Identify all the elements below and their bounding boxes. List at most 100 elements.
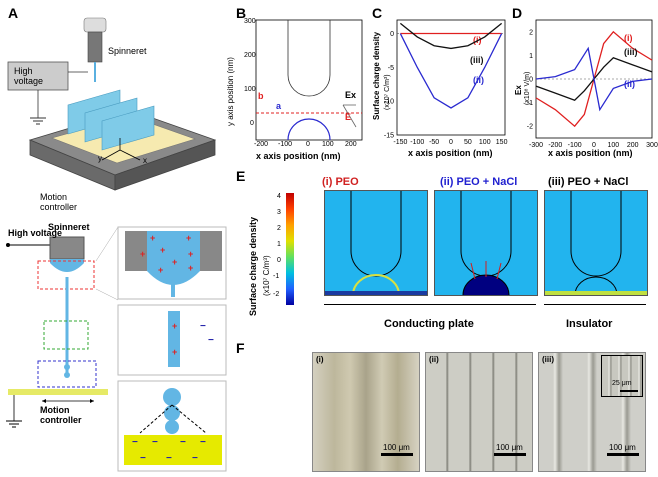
electrospinning-setup-illustration: [7, 17, 217, 191]
cbar-tick-2: 2: [277, 225, 281, 232]
sim-peo-nacl: [434, 190, 538, 296]
svg-text:−: −: [180, 437, 186, 448]
svg-text:+: +: [188, 263, 193, 273]
cbar-tick-m2: -2: [273, 291, 280, 298]
svg-text:+: +: [172, 321, 177, 331]
conducting-bracket: [324, 304, 536, 305]
x-tick-label: 200: [627, 142, 639, 149]
axis-y-label: y: [98, 154, 102, 163]
cbar-tick-0: 0: [277, 257, 281, 264]
d-ylabel: Ex: [514, 85, 523, 95]
x-tick-label: -200: [548, 142, 562, 149]
series-label-1: (iii): [470, 55, 484, 65]
series-line-2: [399, 33, 503, 109]
x-tick-label: -100: [410, 139, 424, 146]
b-xtick-100: 100: [322, 141, 334, 148]
y-tick-label: -10: [384, 99, 394, 106]
x-tick-label: -100: [568, 142, 582, 149]
x-tick-label: 150: [496, 139, 508, 146]
b-ylabel: y axis position (nm): [226, 57, 235, 126]
scale-text-1: 100 μm: [383, 443, 410, 452]
y-tick-label: 0: [390, 31, 394, 38]
plot-frame: [396, 19, 506, 136]
series-label-0: (i): [473, 35, 482, 45]
series-label-1: (iii): [624, 47, 638, 57]
series-label-2: (ii): [473, 75, 484, 85]
svg-text:−: −: [192, 453, 198, 464]
e-title-2: (ii) PEO + NaCl: [440, 176, 518, 188]
b-xtick-200: 200: [345, 141, 357, 148]
high-voltage-label-2: High voltage: [8, 228, 63, 238]
y-tick-label: 0: [529, 77, 533, 84]
c-ylabel: Surface charge density: [372, 31, 381, 120]
f-label-1: (i): [316, 355, 324, 364]
scale-bar-3: [607, 453, 639, 456]
sim-insulator: [544, 190, 648, 296]
c-xlabel: x axis position (nm): [408, 148, 493, 158]
motion-controller-label-2: Motion controller: [40, 405, 82, 425]
e-title-3: (iii) PEO + NaCl: [548, 176, 629, 188]
x-tick-label: 100: [479, 139, 491, 146]
svg-text:−: −: [152, 437, 158, 448]
series-line-1: [399, 22, 503, 50]
panel-label-e: E: [236, 168, 246, 184]
scale-text-2: 100 μm: [496, 443, 523, 452]
svg-text:+: +: [158, 265, 163, 275]
b-ytick-300: 300: [244, 18, 256, 25]
panel-b-plot: [255, 19, 363, 141]
inset-scale-bar: [620, 390, 638, 392]
spinneret-label-2: Spinneret: [48, 222, 90, 232]
svg-text:−: −: [200, 437, 206, 448]
b-ytick-200: 200: [244, 52, 256, 59]
y-tick-label: 1: [529, 53, 533, 60]
e-colorbar-unit: (x10⁷ C/m³): [262, 255, 271, 296]
svg-text:−: −: [200, 321, 206, 332]
x-tick-label: -300: [529, 142, 543, 149]
b-xlabel: x axis position (nm): [256, 151, 341, 161]
f-label-3: (iii): [542, 355, 554, 364]
micrograph-2: (ii) 100 μm: [425, 352, 533, 472]
svg-text:−: −: [140, 453, 146, 464]
b-ytick-100: 100: [244, 86, 256, 93]
conducting-plate-label: Conducting plate: [384, 318, 474, 330]
f-label-2: (ii): [429, 355, 439, 364]
series-label-0: (i): [624, 33, 633, 43]
colorbar: [286, 193, 294, 305]
series-line-2: [535, 46, 653, 112]
b-xtick-m100: -100: [278, 141, 293, 148]
inset-scale-text: 25 μm: [612, 380, 632, 387]
svg-text:+: +: [186, 233, 191, 243]
panel-label-d: D: [512, 5, 523, 21]
svg-text:+: +: [172, 347, 177, 357]
sim-peo: [324, 190, 428, 296]
spinneret-label: Spinneret: [108, 46, 147, 56]
panel-label-b: B: [236, 5, 247, 21]
x-tick-label: 0: [592, 142, 596, 149]
cbar-tick-4: 4: [277, 193, 281, 200]
svg-text:+: +: [160, 245, 165, 255]
b-label-a: a: [276, 101, 282, 111]
high-voltage-label: High voltage: [14, 66, 44, 86]
x-tick-label: -150: [393, 139, 407, 146]
motion-controller-label: Motion controller: [40, 192, 78, 212]
svg-text:+: +: [172, 257, 177, 267]
x-tick-label: 0: [449, 139, 453, 146]
series-label-2: (ii): [624, 79, 635, 89]
b-xtick-m200: -200: [254, 141, 269, 148]
svg-text:+: +: [188, 249, 193, 259]
e-colorbar-label: Surface charge density: [248, 216, 258, 316]
y-tick-label: -2: [527, 124, 533, 131]
panel-label-a: A: [8, 5, 19, 21]
d-xlabel: x axis position (nm): [548, 148, 633, 158]
cbar-tick-1: 1: [277, 241, 281, 248]
b-ytick-0: 0: [250, 120, 254, 127]
svg-text:−: −: [132, 437, 138, 448]
jet-schematic-illustration: ++ +++ +++ ++ −−−− −−− −−: [6, 226, 227, 472]
b-label-ex: Ex: [345, 90, 357, 100]
cbar-tick-m1: -1: [273, 273, 280, 280]
y-tick-label: 2: [529, 29, 533, 36]
x-tick-label: 50: [464, 139, 472, 146]
x-tick-label: 300: [646, 142, 658, 149]
